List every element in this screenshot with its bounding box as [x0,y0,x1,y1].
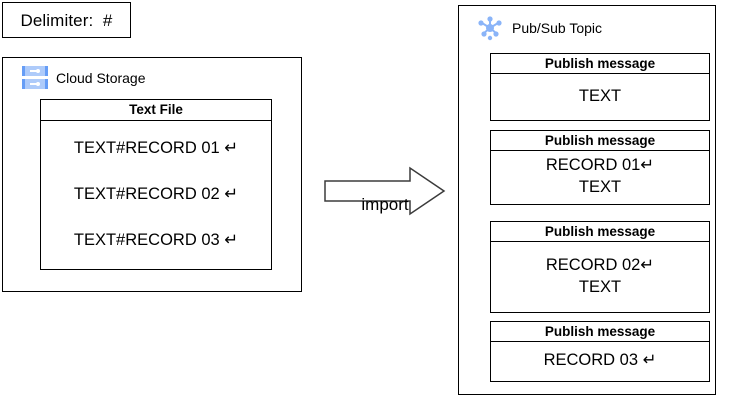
publish-message-title: Publish message [491,54,709,74]
pubsub-topic-header: Pub/Sub Topic [476,14,602,42]
right-block-arrow-icon [324,166,446,216]
publish-message-body: TEXT [491,74,709,120]
text-file-line: TEXT#RECORD 01 ↵ [73,138,239,157]
cloud-storage-header: Cloud Storage [22,66,146,90]
publish-message-title: Publish message [491,222,709,242]
publish-message-title: Publish message [491,322,709,342]
delimiter-note: Delimiter: # [2,2,131,38]
publish-message-box: Publish message RECORD 03 ↵ [490,321,710,382]
publish-message-box: Publish message TEXT [490,53,710,121]
text-file-title: Text File [41,100,271,121]
publish-message-body: RECORD 03 ↵ [491,342,709,381]
import-arrow [322,163,448,223]
cloud-storage-icon [22,66,48,90]
text-file-line: TEXT#RECORD 02 ↵ [73,184,239,203]
publish-message-line: TEXT [578,277,622,296]
cloud-storage-label: Cloud Storage [56,70,146,86]
publish-message-box: Publish message RECORD 01↵ TEXT [490,130,710,205]
publish-message-title: Publish message [491,131,709,151]
publish-message-line: RECORD 03 ↵ [543,351,657,370]
publish-message-line: RECORD 02↵ [545,255,655,274]
publish-message-line: TEXT [578,178,622,196]
publish-message-box: Publish message RECORD 02↵ TEXT [490,221,710,313]
text-file-box: Text File TEXT#RECORD 01 ↵ TEXT#RECORD 0… [40,99,272,270]
publish-message-line: RECORD 01↵ [545,156,655,175]
delimiter-note-label: Delimiter: # [20,10,113,30]
text-file-body: TEXT#RECORD 01 ↵ TEXT#RECORD 02 ↵ TEXT#R… [41,121,271,269]
publish-message-body: RECORD 01↵ TEXT [491,151,709,204]
pubsub-topic-label: Pub/Sub Topic [512,20,603,36]
publish-message-line: TEXT [578,86,622,105]
text-file-line: TEXT#RECORD 03 ↵ [73,230,239,249]
pubsub-topic-icon [476,14,504,42]
publish-message-body: RECORD 02↵ TEXT [491,242,709,312]
import-arrow-label: import [361,195,409,214]
